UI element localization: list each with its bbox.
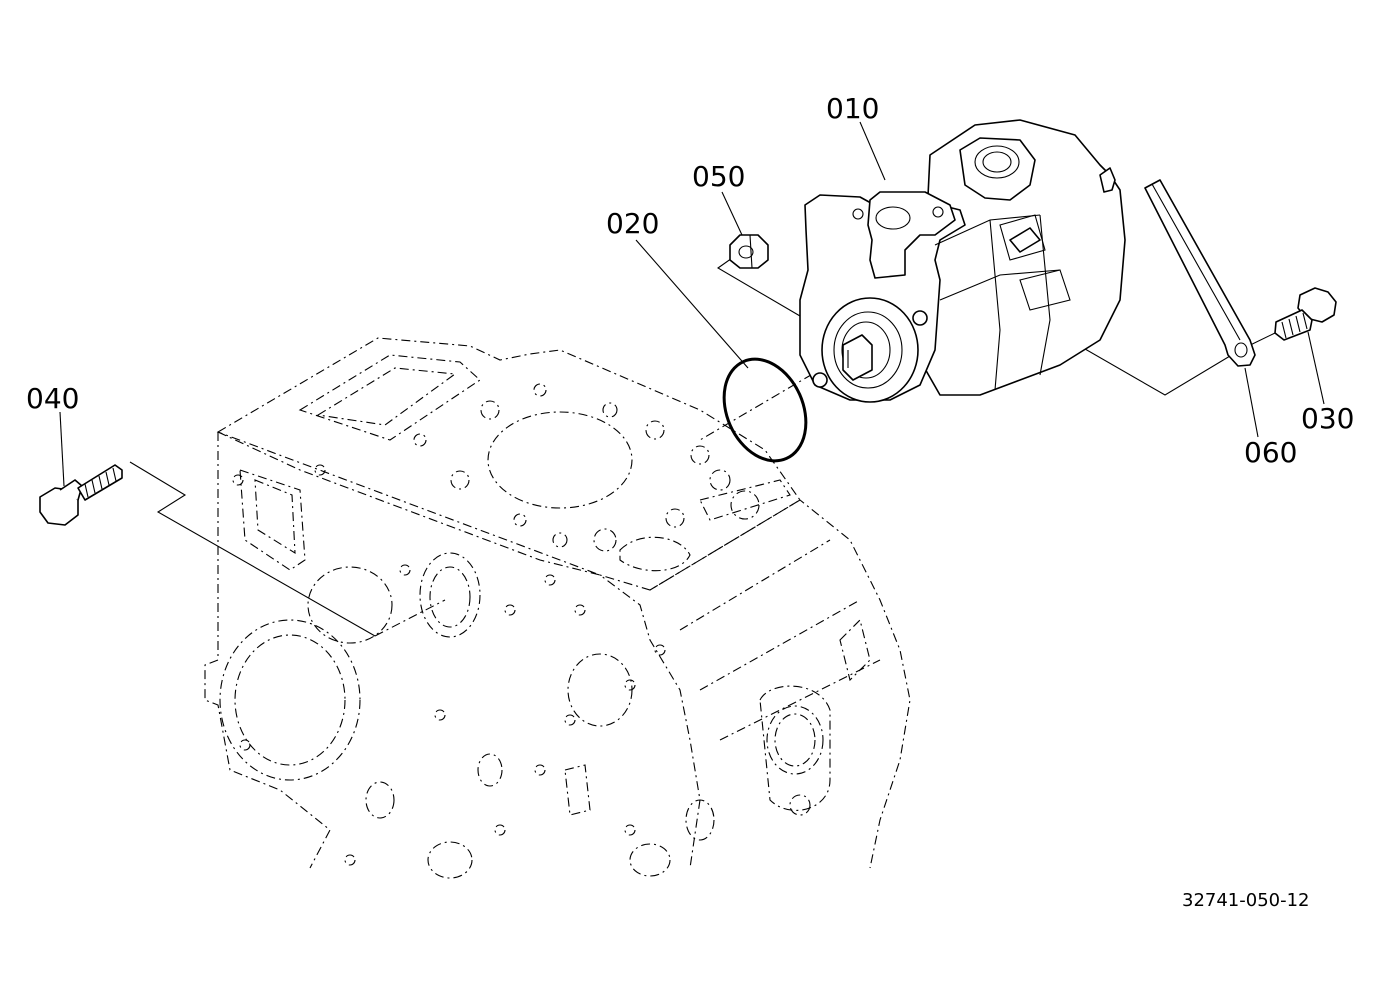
callout-020: 020 [606,207,659,240]
engine-block-outline [204,337,911,879]
bolt-030 [1274,287,1337,341]
callout-060: 060 [1244,436,1297,469]
o-ring [722,357,808,463]
callout-leaders [59,121,1325,487]
stay-bracket [1144,179,1256,367]
callout-010: 010 [826,92,879,125]
bolt-040 [39,464,123,526]
drawing-number: 32741-050-12 [1182,890,1310,911]
callout-040: 040 [26,382,79,415]
hex-nut [729,234,769,269]
callout-050: 050 [692,160,745,193]
callout-030: 030 [1301,402,1354,435]
callout-labels: 010 020 030 040 050 060 [26,92,1354,469]
hydraulic-pump [799,119,1126,403]
